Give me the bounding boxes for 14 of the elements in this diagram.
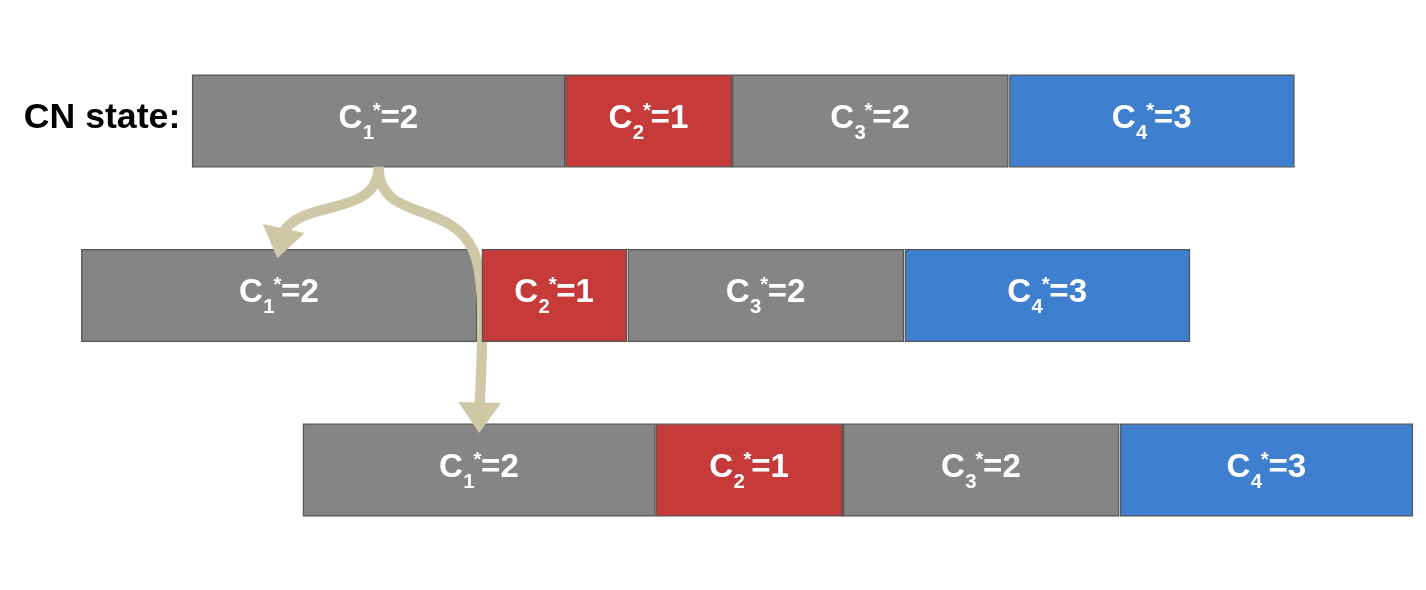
node-box: C$_{3}$$^{*}$=2 <box>732 73 1009 167</box>
node-box: C$_{1}$$^{*}$=2 <box>81 248 478 342</box>
node-box: C$_{2}$$^{*}$=1 <box>565 73 733 167</box>
node-box: C$_{4}$$^{*}$=3 <box>1120 423 1414 517</box>
node-box: C$_{2}$$^{*}$=1 <box>481 248 627 342</box>
node-box: C$_{4}$$^{*}$=3 <box>904 248 1191 342</box>
node-box: C$_{1}$$^{*}$=2 <box>302 423 656 517</box>
node-box: C$_{3}$$^{*}$=2 <box>627 248 905 342</box>
node-box: C$_{2}$$^{*}$=1 <box>655 423 843 517</box>
node-box: C$_{1}$$^{*}$=2 <box>191 73 566 167</box>
node-box: C$_{3}$$^{*}$=2 <box>842 423 1120 517</box>
label: CN state: <box>23 95 181 136</box>
arrow <box>373 165 502 433</box>
node-box: C$_{4}$$^{*}$=3 <box>1009 73 1295 167</box>
